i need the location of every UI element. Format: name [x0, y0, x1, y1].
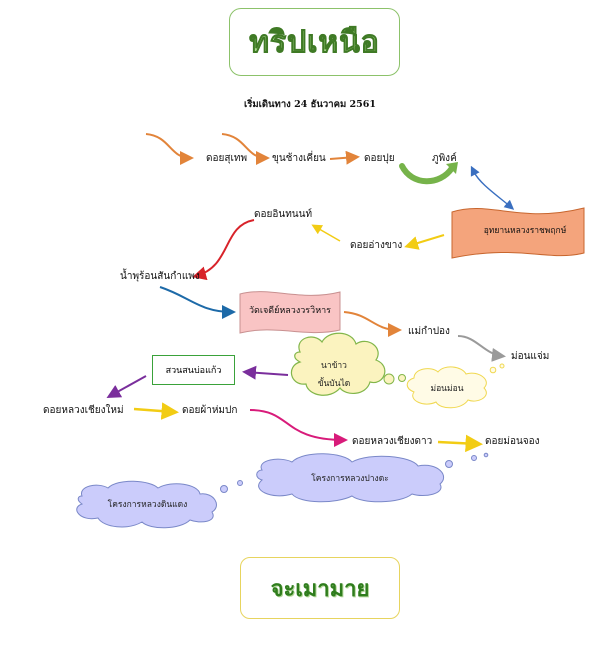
arrow-suan-lan-to-doi-luang-cm	[106, 375, 147, 398]
arrow-start-to-doi-suthep	[145, 133, 194, 165]
place-doi-pui: ดอยปุย	[364, 153, 395, 164]
place-royal-project-pang-da: โครงการหลวงปางดะ	[311, 474, 389, 484]
place-doi-pha-hom-pok: ดอยผ้าห่มปก	[182, 405, 238, 416]
din-daeng-cloud	[76, 480, 243, 529]
arrow-cloud-to-suan-lan	[242, 365, 289, 380]
arrow-pha-hom-pok-to-chiang-dao	[249, 409, 348, 447]
place-nam-phu-ron: น้ำพุร้อนสันกำแพง	[120, 271, 200, 282]
place-doi-inthanon: ดอยอินทนนท์	[254, 209, 313, 220]
title-box: ทริปเหนือ	[229, 8, 400, 76]
place-doi-luang-chiang-dao: ดอยหลวงเชียงดาว	[352, 436, 433, 447]
royal-park-banner	[451, 207, 585, 259]
arrow-ang-khang-to-inthanon	[311, 224, 341, 242]
na-khao-cloud	[290, 332, 406, 396]
ending-box: จะเมามาย	[240, 557, 400, 619]
place-doi-ang-khang: ดอยอ่างขาง	[350, 240, 403, 251]
suan-lan-label: สวนสนบ่อแก้ว	[165, 366, 222, 376]
place-mae-kampong: แม่กำปอง	[408, 326, 450, 337]
place-wat-chedi-luang: วัดเจดีย์หลวงวรวิหาร	[248, 306, 332, 316]
arrow-royal-park-to-ang-khang	[404, 234, 445, 250]
arrow-inthanon-to-hot-spring	[192, 219, 255, 281]
arrow-wat-to-mae-kampong	[343, 311, 402, 337]
place-royal-park: อุทยานหลวงราชพฤกษ์	[483, 226, 567, 236]
ending-text: จะเมามาย	[270, 576, 370, 602]
place-na-khao: นาข้าว	[321, 361, 347, 371]
wat-banner	[239, 291, 341, 334]
arrow-hot-spring-to-wat	[159, 286, 236, 319]
place-mon-mon: ม่อนม่อน	[430, 384, 464, 394]
place-khan-bandai: ขั้นบันได	[317, 379, 351, 389]
place-khun-chang-kian: ขุนช้างเคี่ยน	[272, 153, 326, 164]
place-doi-suthep: ดอยสุเทพ	[206, 153, 248, 164]
place-suan-lan-bo-kaeo: สวนสนบ่อแก้ว	[152, 355, 235, 385]
arrow-phu-ping-to-royal-park	[470, 165, 515, 210]
arrow-khun-chang-to-doi-pui	[329, 150, 360, 165]
trip-start-date: เริ่มเดินทาง 24 ธันวาคม 2561	[244, 99, 376, 110]
pang-da-cloud	[256, 452, 489, 503]
arrow-doi-luang-cm-to-pha-hom-pok	[133, 402, 179, 420]
place-doi-mon-jong: ดอยม่อนจอง	[485, 436, 540, 447]
place-mon-jam: ม่อนแจ่ม	[511, 351, 550, 362]
place-phu-ping: ภูพิงค์	[432, 153, 457, 164]
arrow-doi-pui-to-phu-ping	[399, 163, 455, 185]
arrow-suthep-to-khun-chang	[221, 133, 270, 165]
arrow-chiang-dao-to-mon-jong	[437, 434, 483, 453]
arrow-mae-kampong-to-mon-jam	[457, 335, 506, 362]
place-royal-project-din-daeng: โครงการหลวงดินแดง	[107, 500, 188, 510]
place-doi-luang-chiang-mai: ดอยหลวงเชียงใหม่	[43, 405, 124, 416]
page-title: ทริปเหนือ	[249, 24, 380, 60]
mon-mon-cloud	[406, 363, 505, 409]
